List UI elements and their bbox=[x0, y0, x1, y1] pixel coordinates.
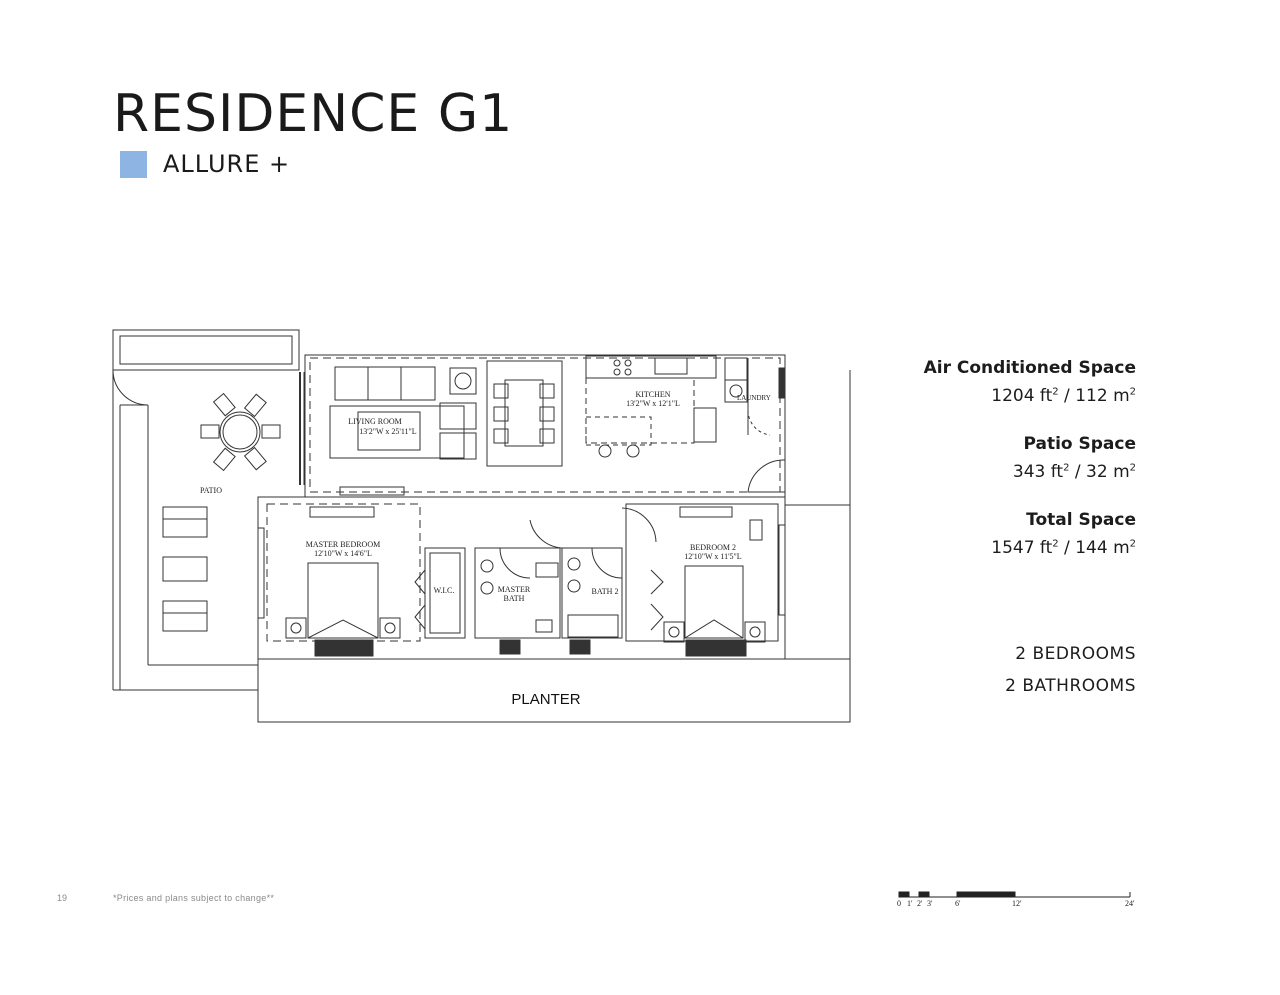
master-bedroom-label: MASTER BEDROOM bbox=[306, 540, 380, 549]
stat-patio-label: Patio Space bbox=[1023, 434, 1136, 454]
bath2-label: BATH 2 bbox=[592, 587, 619, 596]
master-bath-label-1: MASTER bbox=[498, 585, 531, 594]
scale-tick-0: 0 bbox=[897, 899, 901, 908]
disclaimer: *Prices and plans subject to change** bbox=[113, 893, 275, 903]
kitchen-label: KITCHEN bbox=[635, 390, 670, 399]
scale-tick-3: 3' bbox=[927, 899, 933, 908]
wic-label: W.I.C. bbox=[434, 586, 455, 595]
page-title: RESIDENCE G1 bbox=[113, 84, 514, 144]
living-room-label: LIVING ROOM bbox=[348, 417, 402, 426]
master-bedroom-size: 12'10"W x 14'6"L bbox=[314, 549, 372, 558]
collection-name: ALLURE + bbox=[163, 150, 291, 178]
laundry-label: LAUNDRY bbox=[737, 394, 771, 402]
bathroom-count: 2 BATHROOMS bbox=[1005, 676, 1136, 696]
kitchen-size: 13'2"W x 12'1"L bbox=[626, 399, 680, 408]
collection-swatch bbox=[120, 150, 147, 178]
planter-label: PLANTER bbox=[511, 691, 580, 708]
page-number: 19 bbox=[57, 893, 68, 903]
patio-furniture bbox=[162, 392, 281, 632]
scale-tick-6: 6' bbox=[955, 899, 961, 908]
stat-patio: Patio Space 343 ft2 / 32 m2 bbox=[924, 434, 1136, 482]
collection-legend: ALLURE + bbox=[120, 150, 290, 178]
scale-tick-24: 24' bbox=[1125, 899, 1135, 908]
patio-label: PATIO bbox=[200, 486, 222, 495]
master-bath-label-2: BATH bbox=[504, 594, 525, 603]
living-room-size: 13'2"W x 25'11"L bbox=[359, 427, 417, 436]
stat-patio-value: 343 ft2 / 32 m2 bbox=[1012, 462, 1136, 482]
bedroom-count: 2 BEDROOMS bbox=[1015, 644, 1136, 664]
stat-total: Total Space 1547 ft2 / 144 m2 bbox=[924, 510, 1136, 558]
room-counts: 2 BEDROOMS 2 BATHROOMS bbox=[1005, 638, 1136, 702]
scale-tick-2: 2' bbox=[917, 899, 923, 908]
stat-total-value: 1547 ft2 / 144 m2 bbox=[991, 538, 1136, 558]
stats-panel: Air Conditioned Space 1204 ft2 / 112 m2 … bbox=[924, 358, 1136, 586]
stat-total-label: Total Space bbox=[1026, 510, 1136, 530]
stat-ac-value: 1204 ft2 / 112 m2 bbox=[991, 386, 1136, 406]
scale-tick-1: 1' bbox=[907, 899, 913, 908]
scale-tick-12: 12' bbox=[1012, 899, 1022, 908]
stat-ac: Air Conditioned Space 1204 ft2 / 112 m2 bbox=[924, 358, 1136, 406]
stat-ac-label: Air Conditioned Space bbox=[923, 358, 1136, 378]
bedroom2-label: BEDROOM 2 bbox=[690, 543, 736, 552]
bedroom2-size: 12'10"W x 11'5"L bbox=[684, 552, 742, 561]
